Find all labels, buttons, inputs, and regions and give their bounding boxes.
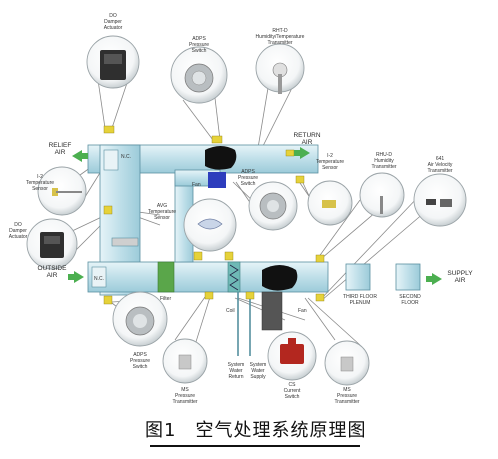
yellow-sensors [103,125,325,305]
svg-text:Filter: Filter [160,296,171,302]
current-switch-icon [280,344,304,364]
temp-sensor-right-icon [322,200,336,208]
relief-damper [103,149,119,171]
bubble-rhu-d [359,172,405,218]
svg-text:N.C.: N.C. [121,154,131,160]
air-velocity-icon [426,199,436,205]
callout-leaders [69,79,446,346]
temperature-sensor-icon [52,188,58,196]
figure-caption: 图1 空气处理系统原理图 [145,420,367,441]
device-glyphs [40,50,452,372]
device-bubbles [26,35,467,386]
ms-transmitter-left-icon [178,354,192,370]
fan-supply [261,265,298,331]
avg-temp-coil-icon [197,218,223,230]
damper-actuator-left-icon [40,232,64,258]
rhu-probe-icon [380,196,383,214]
second-floor-box [395,263,421,291]
outside-damper [91,266,107,288]
coil [227,261,241,293]
ms-transmitter-right-icon [340,356,354,372]
svg-text:N.C.: N.C. [94,276,104,282]
fan-return [205,146,237,188]
relief-arrow [72,150,88,162]
outside-arrow [68,271,84,283]
svg-text:Fan: Fan [192,182,201,188]
supply-arrow [426,273,442,285]
mixing-damper [111,237,139,247]
third-floor-plenum [345,263,371,291]
air-flow-arrows [68,147,442,285]
svg-text:Fan: Fan [298,308,307,314]
dampers [91,149,139,288]
svg-text:Coil: Coil [226,308,235,314]
filter [157,261,175,293]
caption-underline [150,445,360,447]
return-arrow [294,147,310,159]
water-pipes [237,292,251,356]
